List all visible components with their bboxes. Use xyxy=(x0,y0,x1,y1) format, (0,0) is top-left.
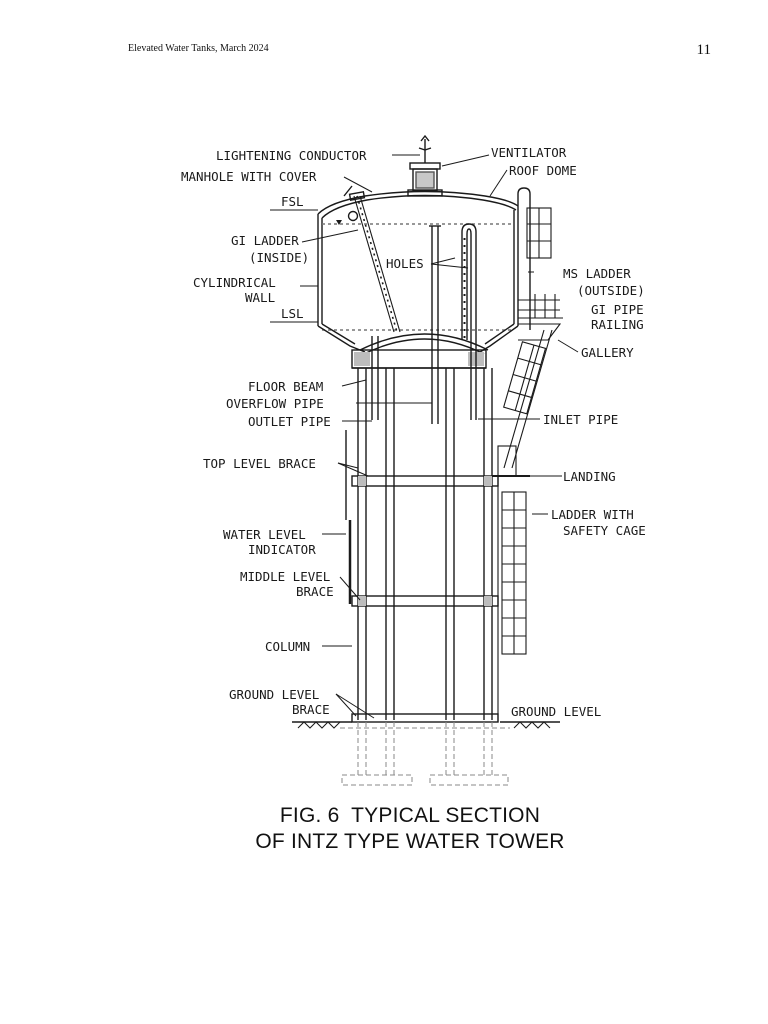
page-number: 11 xyxy=(696,42,711,58)
label-inlet-pipe: INLET PIPE xyxy=(543,412,618,427)
label-water-level-2: INDICATOR xyxy=(248,542,316,557)
label-ladder-cage-2: SAFETY CAGE xyxy=(563,523,646,538)
label-gallery: GALLERY xyxy=(581,345,634,360)
gi-ladder-inside xyxy=(353,195,401,333)
label-holes: HOLES xyxy=(386,256,424,271)
label-gi-pipe-1: GI PIPE xyxy=(591,302,644,317)
columns xyxy=(357,368,493,720)
label-ground-brace-1: GROUND LEVEL xyxy=(229,687,319,702)
label-floor-beam: FLOOR BEAM xyxy=(248,379,323,394)
running-head: Elevated Water Tanks, March 2024 xyxy=(128,43,269,54)
water-tower-drawing: LIGHTENING CONDUCTOR MANHOLE WITH COVER … xyxy=(181,134,646,786)
overflow-pipe xyxy=(429,225,441,424)
label-ms-ladder-1: MS LADDER xyxy=(563,266,631,281)
label-cylindrical-wall-1: CYLINDRICAL xyxy=(193,275,276,290)
label-ground-level: GROUND LEVEL xyxy=(511,704,601,719)
water-level-indicator xyxy=(345,430,352,604)
cylindrical-wall xyxy=(317,206,519,331)
ladder-with-safety-cage xyxy=(497,476,527,722)
figure-caption-line1: FIG. 6 TYPICAL SECTION xyxy=(279,804,541,827)
figure-caption-line2: OF INTZ TYPE WATER TOWER xyxy=(255,830,565,853)
outlet-pipe xyxy=(371,336,379,420)
label-landing: LANDING xyxy=(563,469,616,484)
label-roof-dome: ROOF DOME xyxy=(509,163,577,178)
label-overflow-pipe: OVERFLOW PIPE xyxy=(226,396,324,411)
roof-dome xyxy=(317,185,519,219)
water-tower-figure: LIGHTENING CONDUCTOR MANHOLE WITH COVER … xyxy=(160,128,680,788)
diagonal-caged-ladder xyxy=(503,329,553,469)
middle-level-brace xyxy=(351,595,499,607)
label-lightening-conductor: LIGHTENING CONDUCTOR xyxy=(216,148,367,163)
ms-ladder-outside xyxy=(526,207,552,259)
label-water-level-1: WATER LEVEL xyxy=(223,527,306,542)
top-level-brace xyxy=(351,475,499,487)
ring-beam xyxy=(351,349,487,369)
label-ms-ladder-2: (OUTSIDE) xyxy=(577,283,645,298)
gallery-railing xyxy=(518,294,562,341)
label-ground-brace-2: BRACE xyxy=(292,702,330,717)
label-middle-brace-2: BRACE xyxy=(296,584,334,599)
label-ventilator: VENTILATOR xyxy=(491,145,567,160)
foundation xyxy=(340,722,510,786)
ground-right xyxy=(500,721,560,729)
landing xyxy=(492,445,530,477)
label-top-level-brace: TOP LEVEL BRACE xyxy=(203,456,316,471)
label-fsl: FSL xyxy=(281,194,304,209)
vent-pipe xyxy=(517,187,531,330)
label-lsl: LSL xyxy=(281,306,304,321)
inlet-pipe xyxy=(461,223,477,420)
label-cylindrical-wall-2: WALL xyxy=(245,290,275,305)
label-outlet-pipe: OUTLET PIPE xyxy=(248,414,331,429)
label-manhole-with-cover: MANHOLE WITH COVER xyxy=(181,169,317,184)
leader-lines xyxy=(270,154,579,719)
label-gi-ladder-2: (INSIDE) xyxy=(249,250,309,265)
ground-left xyxy=(292,721,352,729)
ventilator xyxy=(407,162,443,197)
label-gi-ladder-1: GI LADDER xyxy=(231,233,299,248)
label-column: COLUMN xyxy=(265,639,310,654)
lightning-conductor xyxy=(418,134,432,163)
label-ladder-cage-1: LADDER WITH xyxy=(551,507,634,522)
label-gi-pipe-2: RAILING xyxy=(591,317,644,332)
label-middle-brace-1: MIDDLE LEVEL xyxy=(240,569,330,584)
